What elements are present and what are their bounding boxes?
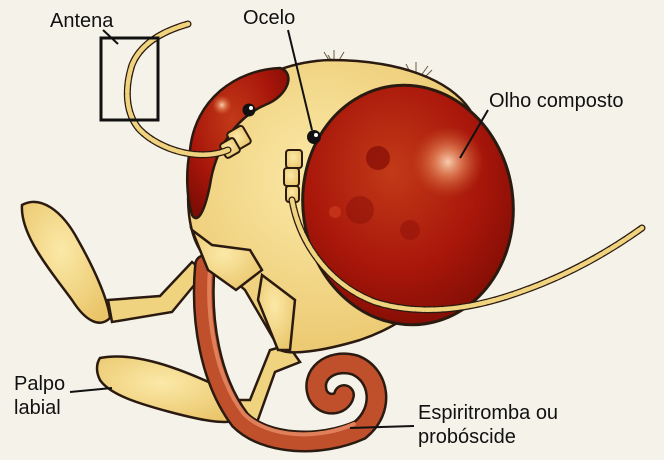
- far-ocellus-icon: [243, 104, 256, 117]
- label-ocellus: Ocelo: [243, 6, 295, 30]
- label-compound-eye: Olho composto: [489, 89, 624, 113]
- label-proboscis: Espiritromba ou probóscide: [418, 401, 598, 449]
- far-eye-highlight: [212, 95, 232, 115]
- label-labial-palp: Palpo labial: [14, 372, 84, 420]
- label-antenna: Antena: [50, 9, 113, 33]
- ocellus-icon: [307, 130, 321, 144]
